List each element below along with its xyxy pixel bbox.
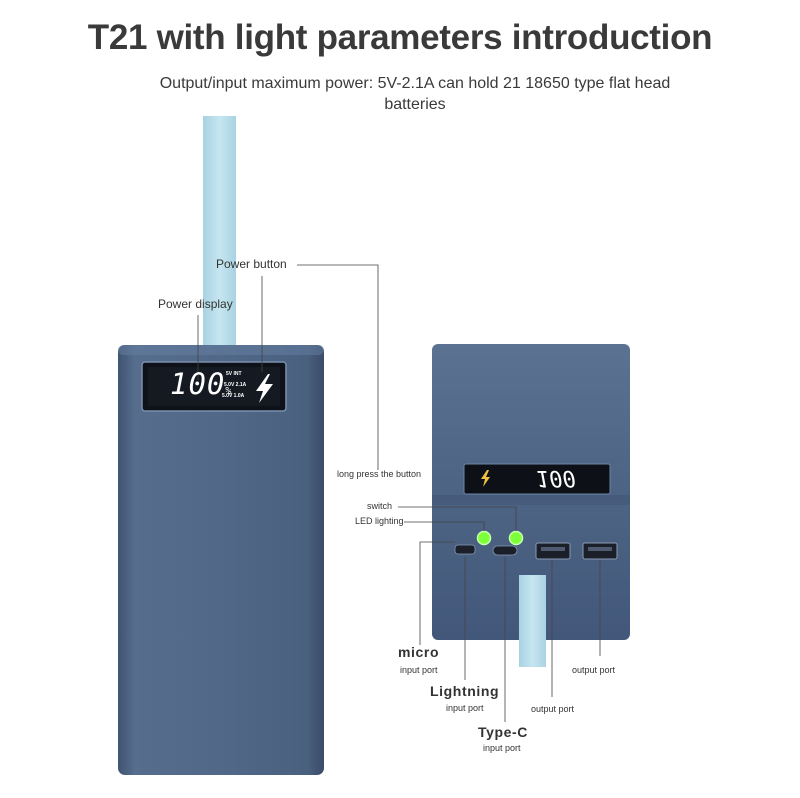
led-lighting-label: LED lighting	[355, 516, 404, 526]
display-percent: 100%	[170, 367, 232, 401]
switch-label: switch	[367, 501, 393, 511]
micro-label: micro	[398, 644, 440, 660]
page-title: T21 with light parameters introduction	[87, 18, 713, 57]
output-port-label-1: output port	[531, 704, 575, 714]
power-bank-rear	[432, 344, 630, 640]
lanyard-strap	[203, 116, 236, 356]
lanyard-strap-rear	[519, 575, 546, 667]
power-bank-front	[118, 345, 324, 775]
rear-lcd-panel	[463, 463, 611, 495]
percent-unit: %	[225, 386, 233, 397]
rear-lightning-bolt-icon	[481, 470, 490, 487]
power-button-label: Power button	[216, 257, 287, 271]
led-light-indicator	[476, 530, 492, 546]
display-line-2: 5.0V 2.1A	[224, 382, 247, 388]
typec-label: Type-C	[478, 724, 529, 740]
lightning-bolt-icon	[256, 374, 273, 403]
micro-usb-port	[454, 544, 476, 555]
power-display-label: Power display	[158, 297, 233, 311]
rear-display-readout: 100	[536, 465, 576, 490]
display-line-1: 5V INT	[226, 371, 242, 377]
display-line-3: 5.0V 1.0A	[222, 393, 245, 399]
typec-sub-label: input port	[483, 743, 521, 753]
lightning-label: Lightning	[430, 683, 500, 699]
leader-lines	[197, 264, 601, 722]
percent-value: 100	[170, 367, 226, 401]
output-port-label-2: output port	[572, 665, 616, 675]
page-subtitle: Output/input maximum power: 5V-2.1A can …	[159, 75, 671, 113]
type-c-port	[492, 545, 518, 556]
micro-sub-label: input port	[400, 665, 438, 675]
long-press-label: long press the button	[337, 469, 422, 479]
switch-indicator	[508, 530, 524, 546]
lightning-sub-label: input port	[446, 703, 484, 713]
